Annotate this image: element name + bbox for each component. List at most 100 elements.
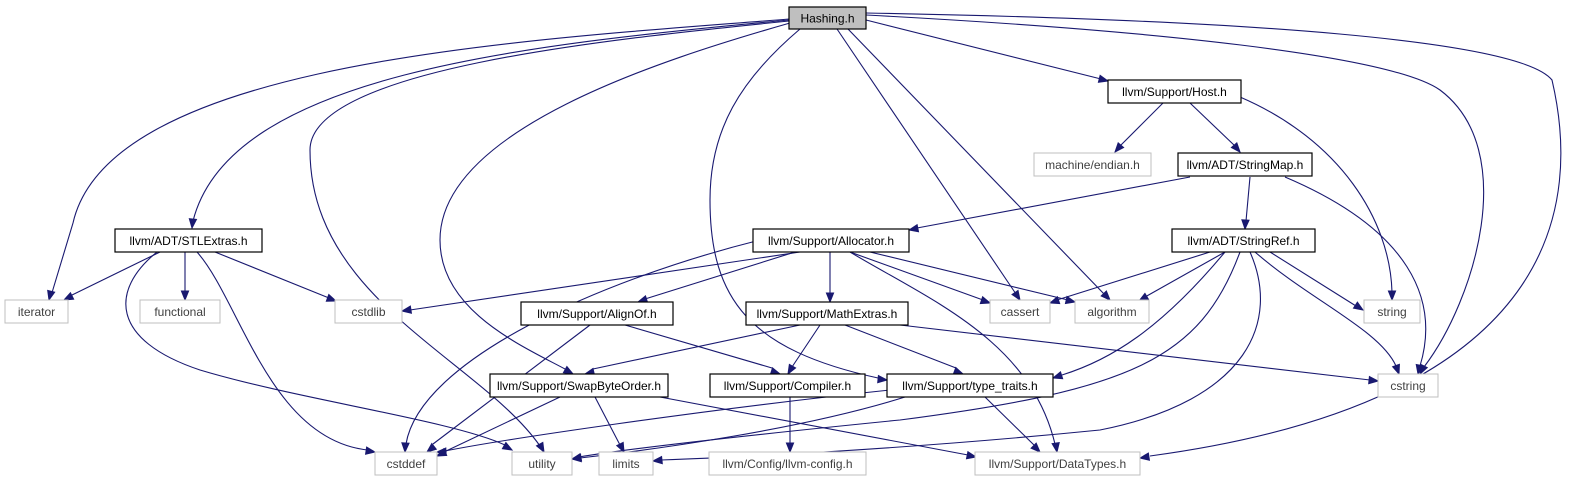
edge-line	[309, 20, 790, 447]
node-box	[511, 451, 573, 476]
edge-stringmap-to-allocator	[907, 176, 1191, 233]
edge-alignof-to-compiler	[624, 324, 782, 376]
edge-arrowhead	[501, 441, 514, 451]
node-llvmconfig: llvm/Config/llvm-config.h	[708, 451, 867, 476]
edge-stlextras-to-functional	[180, 252, 190, 302]
node-cstddef: cstddef	[374, 451, 438, 476]
edge-line	[916, 176, 1191, 229]
nodes-layer: Hashing.hiteratorllvm/ADT/STLExtras.hfun…	[4, 6, 1439, 476]
edge-arrowhead	[1391, 363, 1400, 376]
node-box	[886, 373, 1054, 398]
edge-arrowhead	[180, 290, 190, 302]
edge-line	[444, 389, 891, 452]
edge-allocator-to-cstddef	[401, 239, 761, 454]
node-label: cstring	[1390, 379, 1425, 393]
node-host[interactable]: llvm/Support/Host.h	[1107, 79, 1242, 104]
node-box	[374, 451, 438, 476]
edge-arrowhead	[1097, 74, 1110, 83]
edge-stringmap-to-cstring	[1284, 176, 1427, 376]
node-label: llvm/Support/AlignOf.h	[537, 307, 656, 321]
edge-line	[409, 251, 801, 311]
edge-arrowhead	[825, 292, 835, 304]
edge-arrowhead	[425, 442, 438, 453]
edge-line	[196, 251, 369, 451]
node-label: llvm/ADT/StringRef.h	[1187, 234, 1299, 248]
node-label: utility	[528, 457, 555, 471]
node-typetraits[interactable]: llvm/Support/type_traits.h	[886, 373, 1054, 398]
edge-arrowhead	[1011, 289, 1021, 302]
node-box	[139, 299, 221, 324]
edge-stringref-to-cstring	[1254, 251, 1400, 376]
edge-arrowhead	[1064, 295, 1077, 305]
edge-line	[1144, 251, 1226, 298]
edge-line	[1284, 176, 1427, 367]
edge-arrowhead	[364, 446, 377, 455]
edge-allocator-to-mathextras	[825, 252, 835, 304]
node-box	[708, 451, 867, 476]
node-box	[1107, 79, 1242, 104]
edge-allocator-to-algorithm	[869, 251, 1077, 305]
edge-line	[659, 396, 969, 456]
edge-stlextras-to-cstddef	[196, 251, 377, 455]
node-stringmap[interactable]: llvm/ADT/StringMap.h	[1177, 152, 1313, 177]
node-swapbyteorder[interactable]: llvm/Support/SwapByteOrder.h	[489, 373, 669, 398]
node-functional: functional	[139, 299, 221, 324]
edge-line	[443, 396, 561, 453]
edge-line	[592, 324, 801, 370]
edge-hashing-to-utility	[309, 20, 790, 454]
edge-hashing-to-datatypes	[865, 12, 1562, 461]
edge-line	[594, 396, 621, 446]
node-label: string	[1377, 305, 1406, 319]
edge-line	[214, 251, 330, 299]
node-allocator[interactable]: llvm/Support/Allocator.h	[752, 228, 910, 253]
node-label: llvm/Config/llvm-config.h	[722, 457, 852, 471]
edge-compiler-to-llvmconfig	[785, 397, 795, 454]
edge-hashing-to-iterator	[47, 18, 790, 302]
node-stlextras[interactable]: llvm/ADT/STLExtras.h	[114, 228, 263, 253]
edge-arrowhead	[965, 450, 978, 460]
node-stringref[interactable]: llvm/ADT/StringRef.h	[1171, 228, 1316, 253]
node-box	[788, 6, 867, 30]
edge-arrowhead	[1415, 363, 1425, 376]
edge-arrowhead	[952, 366, 965, 375]
node-hashing[interactable]: Hashing.h	[788, 6, 867, 30]
edge-host-to-machineendian	[1114, 102, 1164, 154]
edge-line	[125, 251, 506, 446]
edge-arrowhead	[1051, 441, 1060, 454]
node-label: algorithm	[1087, 305, 1136, 319]
edge-line	[192, 19, 790, 222]
node-label: llvm/Support/Host.h	[1122, 85, 1227, 99]
edge-mathextras-to-cstring	[899, 324, 1380, 385]
node-label: llvm/Support/Compiler.h	[724, 379, 851, 393]
edge-arrowhead	[1352, 301, 1365, 311]
edge-arrowhead	[787, 363, 797, 376]
node-box	[709, 373, 866, 398]
edge-line	[836, 28, 1017, 295]
node-label: llvm/Support/DataTypes.h	[989, 457, 1126, 471]
node-box	[1033, 152, 1152, 177]
edge-arrowhead	[1241, 219, 1250, 231]
edge-arrowhead	[907, 223, 920, 233]
edge-arrowhead	[47, 289, 56, 302]
node-alignof[interactable]: llvm/Support/AlignOf.h	[520, 301, 674, 326]
edge-line	[1056, 251, 1211, 301]
edge-line	[709, 28, 879, 379]
edge-stlextras-to-utility	[125, 251, 514, 451]
node-box	[1074, 299, 1150, 324]
node-label: llvm/Support/SwapByteOrder.h	[497, 379, 661, 393]
node-box	[1177, 152, 1313, 177]
node-box	[1363, 299, 1421, 324]
edge-typetraits-to-cstddef	[435, 389, 891, 456]
edge-stlextras-to-cstdlib	[214, 251, 338, 302]
edge-stringmap-to-stringref	[1241, 176, 1251, 231]
edge-hashing-to-host	[865, 19, 1110, 83]
edge-line	[405, 239, 761, 445]
node-label: functional	[154, 305, 205, 319]
edge-arrowhead	[62, 291, 75, 301]
node-mathextras[interactable]: llvm/Support/MathExtras.h	[745, 301, 909, 326]
edge-stringref-to-algorithm	[1137, 251, 1226, 302]
edge-arrowhead	[1138, 452, 1151, 461]
node-label: cstddef	[387, 457, 426, 471]
edge-arrowhead	[1114, 141, 1125, 154]
node-compiler[interactable]: llvm/Support/Compiler.h	[709, 373, 866, 398]
